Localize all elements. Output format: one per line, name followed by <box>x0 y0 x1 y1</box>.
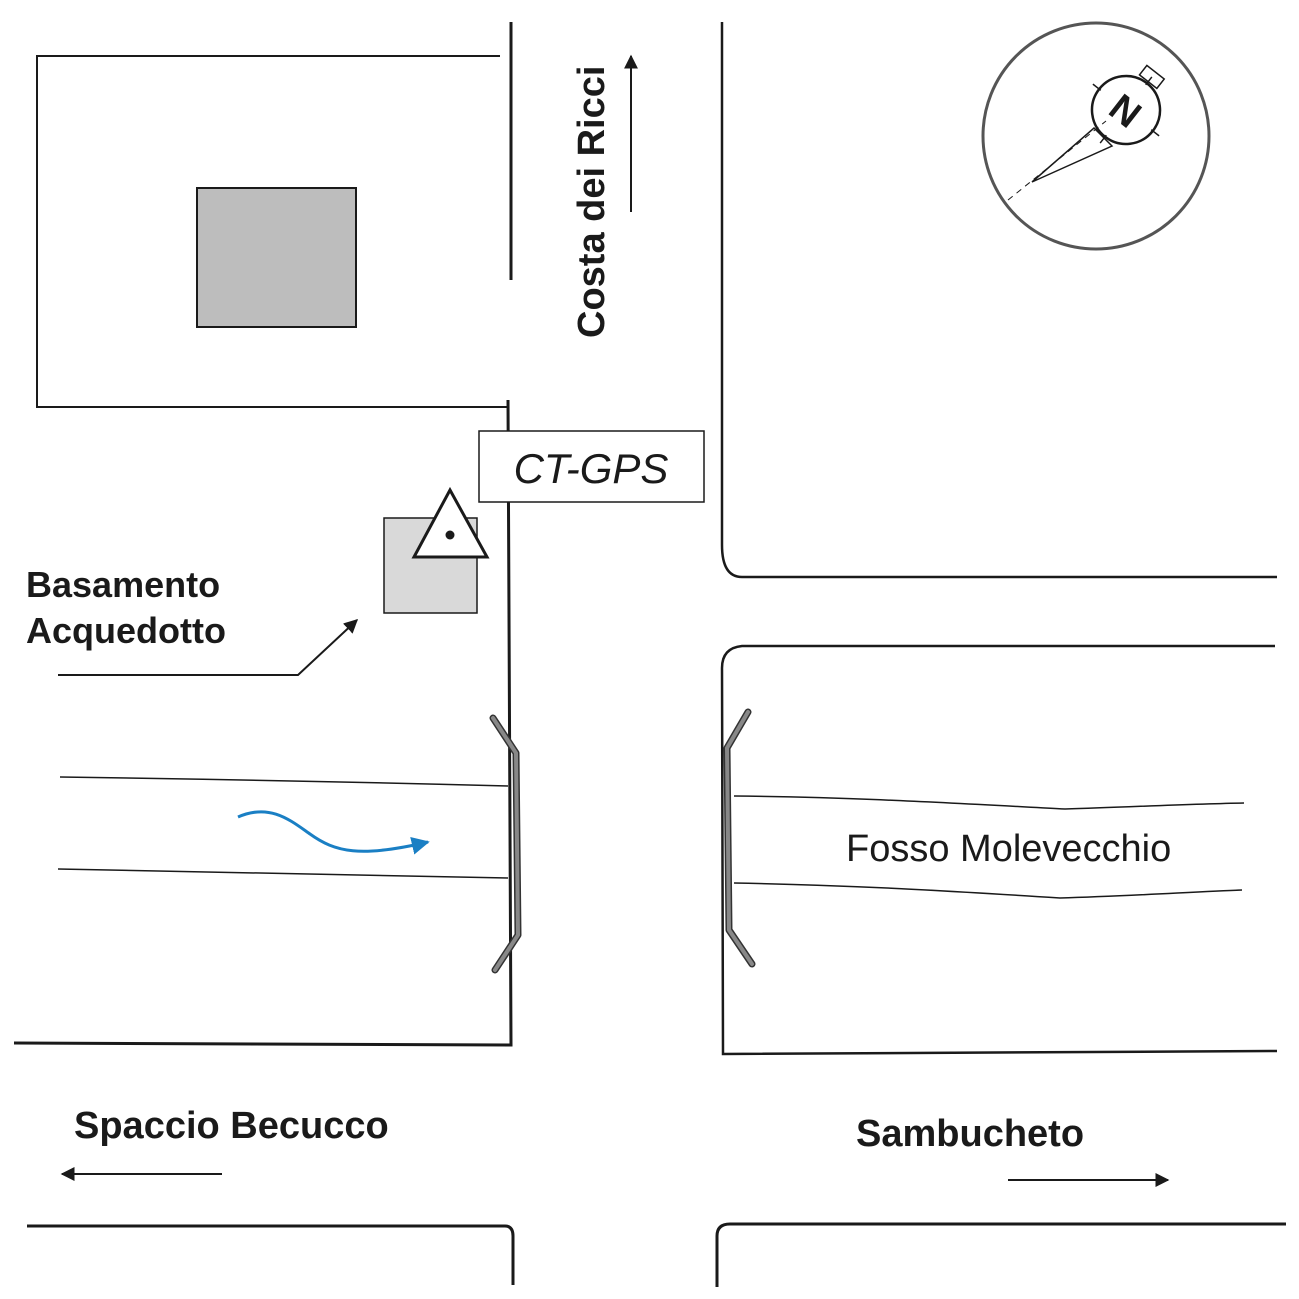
triangle-dot-icon <box>411 486 490 559</box>
bridge-rail-west <box>489 714 522 974</box>
basamento-label-line1: Basamento <box>26 564 220 605</box>
stream-bank-west-bottom <box>57 868 509 879</box>
bridge-rail-east <box>723 708 756 968</box>
road-east-label: Sambucheto <box>856 1113 1084 1155</box>
basamento-label-line2: Acquedotto <box>26 610 226 651</box>
basamento-leader-line <box>58 619 359 676</box>
compass-rose-icon: N <box>981 21 1211 251</box>
road-main-west-edge <box>13 399 513 1047</box>
road-south-west-edge <box>27 1224 515 1285</box>
stream-bank-west-top <box>59 776 509 787</box>
road-north-label: Costa dei Ricci <box>571 66 613 338</box>
station-label-box <box>478 430 705 503</box>
flow-direction-arrow-icon <box>237 810 430 855</box>
road-north-east-edge <box>720 22 1277 579</box>
road-south-east-edge <box>715 1222 1286 1287</box>
road-east-block-edge <box>720 644 1278 1056</box>
station-label: CT-GPS <box>514 445 669 492</box>
building <box>196 187 357 328</box>
stream-label: Fosso Molevecchio <box>846 828 1171 870</box>
property-block <box>36 55 507 408</box>
stream-bank-east-top <box>733 795 1245 810</box>
road-west-label: Spaccio Becucco <box>74 1105 389 1147</box>
stream-bank-east-bottom <box>733 882 1243 899</box>
